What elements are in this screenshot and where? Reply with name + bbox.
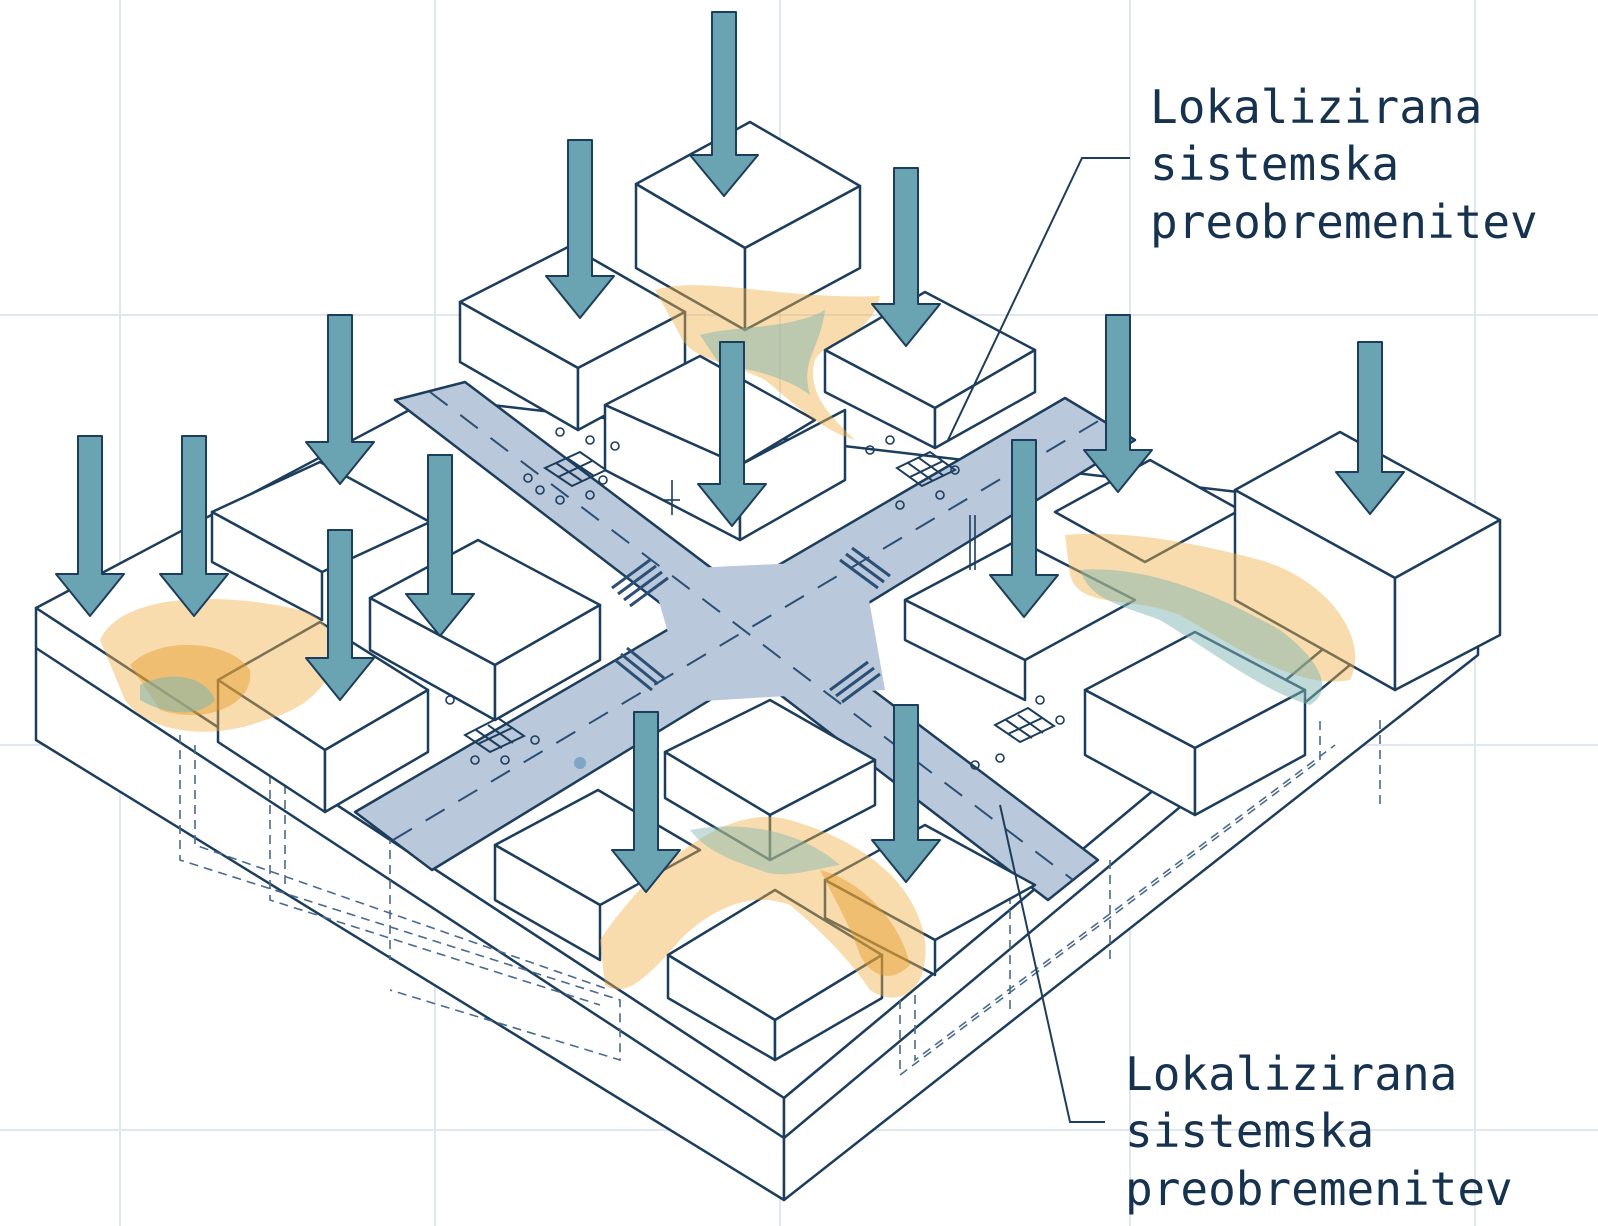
arrow-icon xyxy=(305,529,375,701)
callout-leader-top xyxy=(947,157,1130,441)
annotation-bottom: Lokalizirana sistemska preobremenitev xyxy=(1125,1047,1513,1216)
annotation-top-line-1: Lokalizirana xyxy=(1150,80,1482,134)
crosswalks xyxy=(611,546,891,704)
annotation-top: Lokalizirana sistemska preobremenitev xyxy=(1150,80,1538,249)
arrow-icon xyxy=(871,167,941,347)
storm-drain-grates xyxy=(463,450,1056,754)
arrow-icon xyxy=(1335,341,1405,515)
annotation-bottom-line-3: preobremenitev xyxy=(1125,1162,1513,1216)
water-drop-marker xyxy=(574,757,586,769)
street-details xyxy=(445,427,1065,770)
arrow-icon xyxy=(545,139,615,319)
arrow-icon xyxy=(611,711,681,893)
arrow-icon xyxy=(55,435,125,617)
callout-leader-bottom xyxy=(999,804,1105,1123)
road-centerlines xyxy=(392,391,1101,881)
underground-pipes xyxy=(179,720,1381,1077)
overload-zones xyxy=(100,285,1356,998)
annotation-bottom-line-1: Lokalizirana xyxy=(1125,1047,1457,1101)
arrow-icon xyxy=(1083,314,1153,493)
overload-zone-south xyxy=(600,816,926,998)
arrow-icon xyxy=(871,704,941,883)
arrow-icon xyxy=(689,11,759,197)
annotation-top-line-2: sistemska xyxy=(1150,137,1399,191)
callout-leaders xyxy=(947,157,1130,1123)
load-arrows xyxy=(55,11,1405,893)
arrow-icon xyxy=(405,454,475,637)
arrow-icon xyxy=(159,435,229,617)
arrow-icon xyxy=(305,314,375,485)
annotation-top-line-3: preobremenitev xyxy=(1150,195,1538,249)
road-network xyxy=(353,380,1137,902)
annotation-bottom-line-2: sistemska xyxy=(1125,1104,1374,1158)
arrow-icon xyxy=(989,439,1059,618)
arrow-icon xyxy=(697,341,767,527)
